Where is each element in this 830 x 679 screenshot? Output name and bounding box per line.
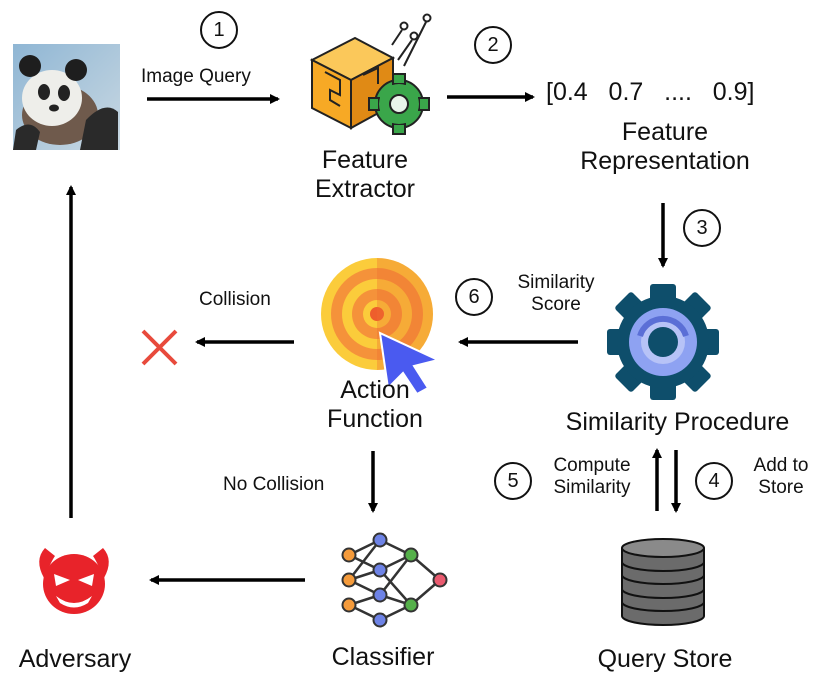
feature-extractor-icon	[309, 13, 432, 135]
query-store-label: Query Store	[597, 645, 733, 673]
neural-network-icon	[341, 532, 448, 628]
step-4-badge: 4	[695, 462, 733, 500]
similarity-score-label: Similarity Score	[517, 272, 595, 315]
feature-representation-label: Feature Representation	[580, 118, 750, 175]
similarity-procedure-label: Similarity Procedure	[565, 408, 790, 436]
step-3-badge: 3	[683, 209, 721, 247]
panda-image	[13, 44, 120, 150]
compute-similarity-label: Compute Similarity	[553, 455, 631, 498]
step-2-badge: 2	[474, 26, 512, 64]
step-5-badge: 5	[494, 462, 532, 500]
step-6-badge: 6	[455, 278, 493, 316]
image-query-label: Image Query	[141, 66, 251, 87]
adversary-label: Adversary	[18, 645, 132, 673]
target-icon	[321, 258, 441, 396]
action-function-label: Action Function	[327, 376, 423, 433]
arrows	[66, 92, 681, 585]
step-1-badge: 1	[200, 11, 238, 49]
collision-label: Collision	[199, 289, 271, 310]
devil-icon	[39, 548, 109, 614]
similarity-gear-icon	[607, 284, 719, 400]
database-icon	[621, 538, 705, 626]
feature-extractor-label: Feature Extractor	[314, 146, 416, 203]
feature-vector-label: [0.4 0.7 .... 0.9]	[546, 78, 755, 106]
x-icon	[141, 329, 178, 366]
classifier-label: Classifier	[331, 643, 435, 671]
no-collision-label: No Collision	[223, 474, 325, 495]
add-to-store-label: Add to Store	[753, 455, 809, 498]
